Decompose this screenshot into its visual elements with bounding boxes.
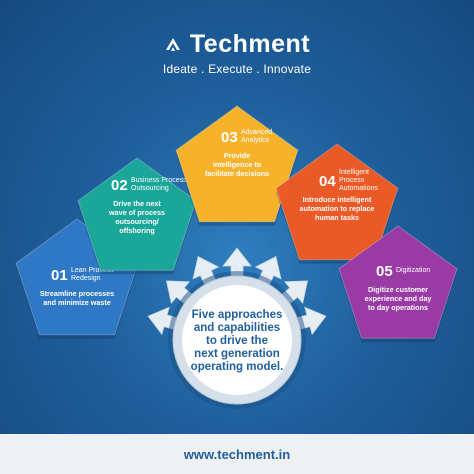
step-title: Outsourcing bbox=[131, 185, 169, 192]
step-description: intelligence to bbox=[213, 160, 262, 169]
step-description: Streamline processes bbox=[40, 289, 114, 298]
step-description: Drive the next bbox=[113, 199, 161, 208]
brand-row: Techment bbox=[0, 30, 474, 59]
step-description: to day operations bbox=[368, 303, 428, 312]
step-number: 04 bbox=[319, 173, 336, 190]
step-title: Process bbox=[339, 177, 365, 184]
step-title: Redesign bbox=[71, 275, 101, 282]
step-title: Advanced bbox=[241, 129, 272, 136]
center-text-line: to drive the bbox=[206, 335, 268, 347]
brand-name: Techment bbox=[189, 30, 311, 58]
step-description: wave of process bbox=[108, 208, 165, 217]
tagline: Ideate . Execute . Innovate bbox=[162, 62, 312, 76]
center-text-line: and capabilities bbox=[194, 322, 280, 334]
step-title: Intelligent bbox=[339, 169, 369, 176]
step-description: Digitize customer bbox=[368, 285, 428, 294]
step-title: Lean Process bbox=[71, 267, 114, 274]
center-text-line: next generation bbox=[194, 348, 280, 360]
step-pentagon bbox=[77, 157, 197, 271]
center-text-line: Five approaches bbox=[192, 309, 283, 321]
footer: www.techment.in bbox=[0, 434, 474, 474]
step-number: 02 bbox=[111, 177, 128, 194]
step-04: 04IntelligentProcessAutomationsIntroduce… bbox=[275, 143, 399, 264]
step-number: 01 bbox=[51, 267, 68, 284]
step-pentagon bbox=[275, 143, 399, 261]
techment-logo-icon bbox=[165, 37, 180, 51]
step-description: offshoring bbox=[119, 226, 155, 235]
step-title: Business Process bbox=[131, 177, 187, 184]
step-pentagon bbox=[338, 225, 458, 339]
step-number: 05 bbox=[376, 263, 393, 280]
step-description: facilitate decisions bbox=[205, 169, 269, 178]
website-link[interactable]: www.techment.in bbox=[183, 446, 291, 462]
step-description: human tasks bbox=[315, 213, 359, 222]
step-title: Digitization bbox=[396, 267, 430, 274]
step-description: outsourcing/ bbox=[115, 217, 159, 226]
center-text-line: operating model. bbox=[191, 361, 284, 373]
step-description: Provide bbox=[224, 151, 250, 160]
step-description: experience and day bbox=[365, 294, 432, 303]
step-number: 03 bbox=[221, 129, 238, 146]
step-description: Introduce intelligent bbox=[303, 195, 372, 204]
step-title: Automations bbox=[339, 185, 378, 192]
step-description: automation to replace bbox=[300, 204, 375, 213]
step-title: Analytics bbox=[241, 137, 270, 144]
header: Techment Ideate . Execute . Innovate bbox=[0, 30, 474, 76]
step-description: and minimize waste bbox=[43, 298, 111, 307]
step-pentagon bbox=[175, 105, 299, 223]
